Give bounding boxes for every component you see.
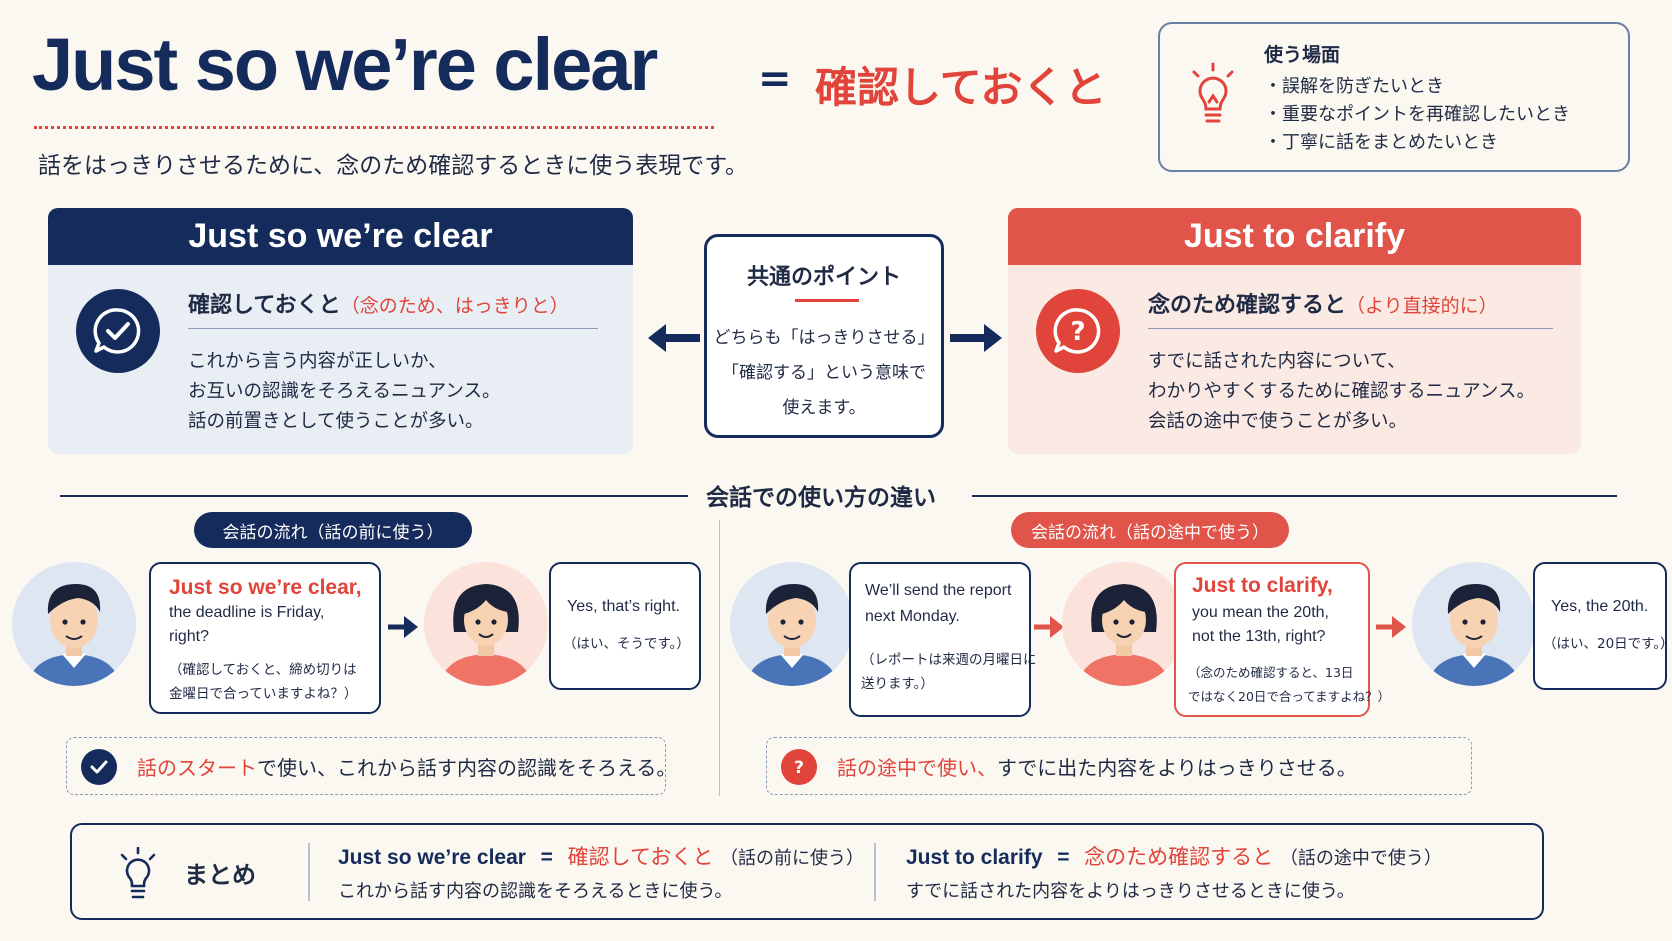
usage-title: 使う場面 [1264, 44, 1341, 66]
title-underline [34, 126, 714, 129]
page-title: Just so we’re clear [32, 23, 658, 106]
summary-usage: （話の前に使う） [720, 848, 865, 869]
svg-text:?: ? [794, 758, 804, 778]
card-heading: Just so we’re clear [48, 208, 633, 265]
man-avatar [730, 562, 854, 686]
speech-bubble: Just to clarify, you mean the 20th, not … [1174, 562, 1390, 717]
card-line: すでに話された内容について、 [1148, 351, 1406, 372]
check-chat-icon [76, 289, 160, 373]
arrow-right-icon [388, 616, 418, 638]
bubble-translation: （確認しておくと、締め切りは [169, 662, 357, 678]
accent-bar [795, 299, 859, 302]
divider [308, 843, 310, 901]
section-title: 会話での使い方の違い [706, 485, 936, 511]
card-subtitle: 念のため確認すると [1148, 293, 1347, 318]
usage-note: 話のスタートで使い、これから話す内容の認識をそろえる。 [66, 737, 676, 795]
question-icon: ? [781, 749, 817, 785]
summary-translation: 念のため確認すると [1084, 845, 1274, 869]
note-highlight: 話のスタート [137, 756, 257, 780]
title-translation: 確認しておくと [815, 63, 1107, 112]
summary-label: まとめ [184, 861, 256, 889]
flow-pill-during: 会話の流れ（話の途中で使う） [1011, 512, 1289, 548]
man-avatar [1412, 562, 1536, 686]
card-just-to-clarify: Just to clarify ? 念のため確認すると（より直接的に） すでに話… [1008, 208, 1581, 454]
summary-phrase: Just so we’re clear [338, 846, 526, 869]
divider [874, 843, 876, 901]
common-point-box: 共通のポイント どちらも「はっきりさせる」 「確認する」という意味で 使えます。 [704, 234, 944, 438]
svg-text:?: ? [1070, 317, 1085, 347]
speech-bubble: Yes, the 20th. （はい、20日です。） [1533, 562, 1672, 690]
question-chat-icon: ? [1036, 289, 1120, 373]
arrow-right-icon [950, 324, 1002, 352]
woman-avatar [424, 562, 548, 686]
bubble-translation: （はい、そうです。） [563, 636, 690, 652]
summary-equals: = [540, 846, 553, 869]
summary-usage: （話の途中で使う） [1279, 848, 1442, 869]
section-rule [60, 495, 688, 497]
lightbulb-icon [1192, 62, 1234, 123]
card-line: 話の前置きとして使うことが多い。 [188, 411, 484, 432]
common-title: 共通のポイント [746, 265, 901, 290]
bubble-translation: 送ります。） [861, 676, 934, 692]
card-line: わかりやすくするために確認するニュアンス。 [1148, 381, 1536, 402]
bubble-text: you mean the 20th, [1192, 604, 1329, 621]
usage-note: ? 話の途中で使い、すでに出た内容をよりはっきりさせる。 [766, 737, 1472, 795]
note-highlight: 話の途中で使い、 [837, 756, 997, 780]
bubble-text: right? [169, 628, 210, 645]
title-equals: = [758, 56, 792, 102]
arrow-right-icon [1376, 616, 1406, 638]
usage-item: ・丁寧に話をまとめたいとき [1264, 132, 1498, 153]
column-divider [719, 520, 720, 796]
usage-item: ・誤解を防ぎたいとき [1264, 76, 1444, 97]
card-heading: Just to clarify [1008, 208, 1581, 265]
summary-equals: = [1057, 846, 1070, 869]
bubble-text: the deadline is Friday, [169, 604, 325, 621]
speech-bubble: Just so we’re clear, the deadline is Fri… [149, 562, 381, 714]
bubble-text: next Monday. [865, 608, 960, 625]
bubble-translation: （レポートは来週の月曜日に [861, 652, 1037, 668]
summary-description: これから話す内容の認識をそろえるときに使う。 [338, 881, 733, 902]
page-subtitle: 話をはっきりさせるために、念のため確認するときに使う表現です。 [38, 153, 749, 179]
card-line: これから言う内容が正しいか、 [188, 351, 447, 372]
divider [1148, 328, 1553, 329]
speech-bubble: We’ll send the report next Monday. （レポート… [849, 562, 1037, 717]
summary-translation: 確認しておくと [567, 845, 714, 869]
usage-item: ・重要なポイントを再確認したいとき [1264, 104, 1570, 125]
arrow-right-icon [1034, 616, 1064, 638]
man-avatar [12, 562, 136, 686]
flow-pill-before: 会話の流れ（話の前に使う） [194, 512, 472, 548]
arrow-left-icon [648, 324, 700, 352]
bubble-text: Yes, the 20th. [1551, 598, 1649, 615]
summary-box: まとめ Just so we’re clear = 確認しておくと （話の前に使… [70, 823, 1544, 920]
bubble-text: not the 13th, right? [1192, 628, 1326, 645]
common-line: 「確認する」という意味で [722, 363, 926, 383]
bubble-phrase: Just so we’re clear, [169, 576, 362, 599]
card-note: （より直接的に） [1346, 295, 1498, 317]
common-line: どちらも「はっきりさせる」 [713, 328, 935, 348]
card-just-so-were-clear: Just so we’re clear 確認しておくと（念のため、はっきりと） … [48, 208, 633, 454]
bubble-translation: （はい、20日です。） [1543, 636, 1672, 652]
speech-bubble: Yes, that’s right. （はい、そうです。） [549, 562, 701, 690]
common-line: 使えます。 [782, 398, 866, 418]
summary-phrase: Just to clarify [906, 846, 1043, 869]
bubble-text: Yes, that’s right. [567, 598, 680, 615]
summary-description: すでに話された内容をよりはっきりさせるときに使う。 [906, 881, 1355, 902]
divider [188, 328, 598, 329]
lightbulb-icon [120, 847, 156, 899]
bubble-phrase: Just to clarify, [1192, 574, 1333, 597]
check-icon [81, 749, 117, 785]
card-note: （念のため、はっきりと） [340, 295, 569, 317]
bubble-translation: 金曜日で合っていますよね？） [169, 686, 358, 702]
card-line: 会話の途中で使うことが多い。 [1148, 411, 1408, 432]
card-subtitle: 確認しておくと [188, 293, 341, 318]
section-rule [972, 495, 1617, 497]
bubble-text: We’ll send the report [865, 582, 1012, 599]
bubble-translation: （念のため確認すると、13日 [1188, 665, 1354, 680]
note-text: すでに出た内容をよりはっきりさせる。 [997, 756, 1357, 780]
woman-avatar [1062, 562, 1186, 686]
bubble-translation: ではなく20日で合ってますよね？） [1188, 689, 1391, 704]
usage-box: 使う場面 ・誤解を防ぎたいとき ・重要なポイントを再確認したいとき ・丁寧に話を… [1158, 22, 1630, 172]
note-text: で使い、これから話す内容の認識をそろえる。 [257, 756, 677, 780]
card-line: お互いの認識をそろえるニュアンス。 [188, 381, 501, 402]
